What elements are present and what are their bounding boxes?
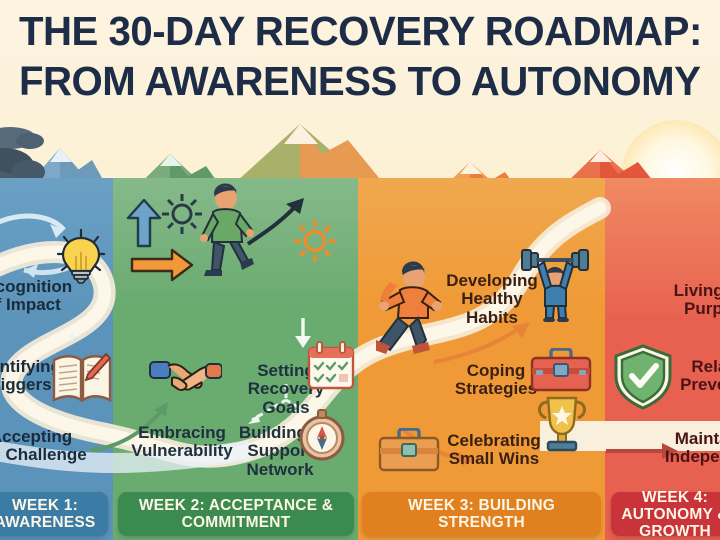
toolbox-icon [530, 348, 592, 392]
trophy-icon [538, 396, 586, 452]
sparkle-icon: ✦ [66, 329, 79, 346]
week3-banner-label: WEEK 3: BUILDING STRENGTH [407, 497, 555, 531]
week1-banner-label: WEEK 1: AWARENESS [0, 497, 96, 531]
label-maintaining-independence: Maintaining Independence [664, 429, 720, 467]
label-living-with-purpose: Living with Purpose [673, 281, 720, 319]
week4-banner[interactable]: WEEK 4: AUTONOMY & GROWTH [611, 489, 720, 540]
page-title-line2: FROM AWARENESS TO AUTONOMY [19, 58, 701, 104]
shield-check-icon [614, 344, 672, 410]
week3-banner[interactable]: WEEK 3: BUILDING STRENGTH [362, 492, 601, 536]
arrow-up-right-icon [246, 198, 304, 246]
week2-banner[interactable]: WEEK 2: ACCEPTANCE & COMMITMENT [118, 492, 354, 536]
weightlifter-icon [521, 249, 589, 322]
toolbox-icon [378, 428, 440, 472]
week4-banner-label: WEEK 4: AUTONOMY & GROWTH [621, 488, 720, 540]
lightbulb-icon [56, 228, 106, 284]
page-title-line1: THE 30-DAY RECOVERY ROADMAP: [18, 8, 702, 54]
arrow-up-blue-icon [126, 198, 162, 248]
label-relapse-prevention: Relapse Prevention [680, 357, 720, 395]
title-block: THE 30-DAY RECOVERY ROADMAP: FROM AWAREN… [0, 0, 720, 112]
handshake-icon [149, 361, 222, 392]
week2-banner-label: WEEK 2: ACCEPTANCE & COMMITMENT [138, 497, 334, 531]
week1-banner[interactable]: WEEK 1: AWARENESS [0, 492, 108, 536]
open-book-journal-icon [52, 352, 112, 403]
compass-icon [299, 409, 345, 461]
running-person-icon [376, 261, 442, 354]
label-embracing-vulnerability: Embracing Vulnerability [131, 423, 233, 461]
label-accepting-the-challenge: Accepting the Challenge [0, 427, 87, 465]
calendar-checklist-icon [307, 341, 355, 390]
arrow-right-orange-icon [130, 248, 194, 282]
